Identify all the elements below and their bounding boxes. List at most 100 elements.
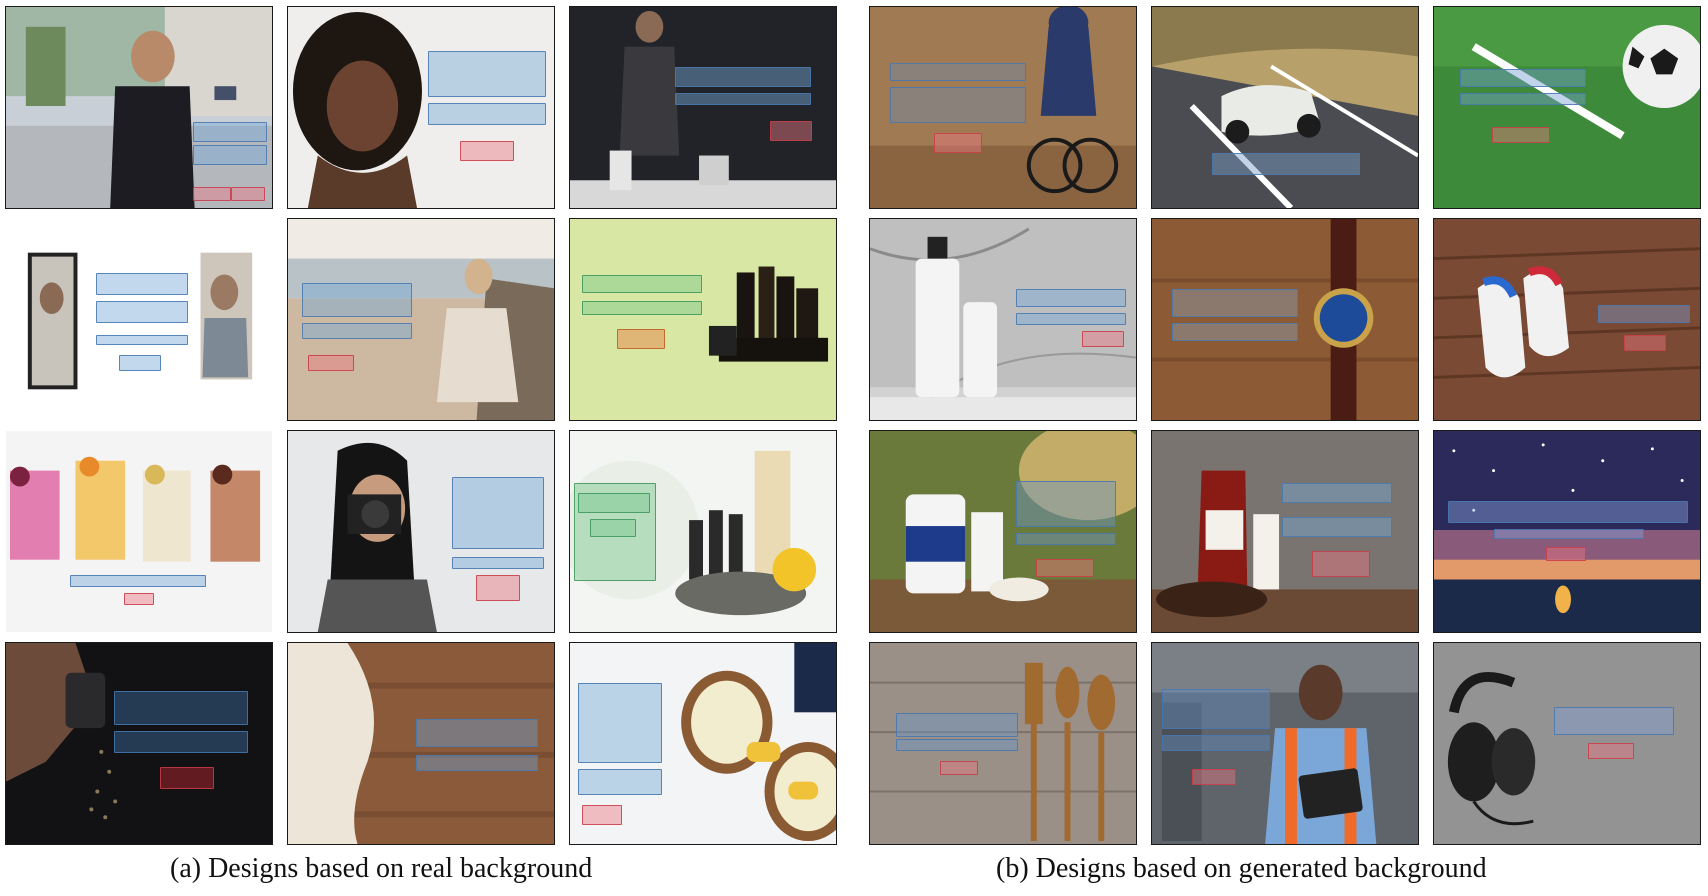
layout-text-box: [452, 477, 544, 549]
tile-a8: [287, 430, 555, 633]
layout-text-box: [675, 67, 811, 87]
layout-text-box: [428, 51, 546, 97]
layout-text-box: [890, 87, 1026, 123]
background-image: [1434, 643, 1700, 844]
layout-text-box: [1554, 707, 1674, 735]
layout-text-box: [574, 483, 656, 581]
layout-text-box: [1448, 501, 1688, 523]
tile-b9: [1433, 430, 1701, 633]
tile-a3: [569, 6, 837, 209]
caption-generated-background: (b) Designs based on generated backgroun…: [996, 853, 1487, 884]
background-image: [6, 7, 272, 208]
layout-button-box: [1546, 547, 1586, 561]
layout-button-box: [119, 355, 161, 371]
background-image: [870, 7, 1136, 208]
layout-text-box: [416, 719, 538, 747]
layout-button-box: [617, 329, 665, 349]
layout-button-box: [160, 767, 214, 789]
layout-text-box: [428, 103, 546, 125]
background-image: [288, 219, 554, 420]
layout-text-box: [582, 301, 702, 315]
layout-button-box: [1192, 769, 1236, 785]
background-image: [1434, 7, 1700, 208]
background-image: [288, 7, 554, 208]
tile-b8: [1151, 430, 1419, 633]
layout-text-box: [1016, 289, 1126, 307]
layout-text-box: [1494, 529, 1644, 539]
tile-a10: [5, 642, 273, 845]
tile-b2: [1151, 6, 1419, 209]
layout-text-box: [1172, 323, 1298, 341]
background-image: [1152, 219, 1418, 420]
panel-generated-backgrounds: [869, 6, 1701, 845]
tile-a6: [569, 218, 837, 421]
background-image: [6, 219, 272, 420]
tile-b11: [1151, 642, 1419, 845]
layout-button-box: [476, 575, 520, 601]
tile-b7: [869, 430, 1137, 633]
layout-text-box: [1016, 313, 1126, 325]
layout-text-box: [578, 769, 662, 795]
layout-text-box: [578, 683, 662, 763]
tile-b10: [869, 642, 1137, 845]
layout-text-box: [1016, 533, 1116, 545]
layout-text-box: [96, 273, 188, 295]
background-image: [1434, 431, 1700, 632]
background-image: [870, 219, 1136, 420]
layout-text-box: [1598, 305, 1690, 323]
layout-text-box: [302, 323, 412, 339]
layout-text-box: [1162, 689, 1270, 729]
layout-button-box: [582, 805, 622, 825]
tile-b12: [1433, 642, 1701, 845]
background-image: [570, 7, 836, 208]
panel-real-backgrounds: [5, 6, 837, 845]
layout-text-box: [193, 145, 267, 165]
background-image: [570, 219, 836, 420]
layout-button-box: [940, 761, 978, 775]
layout-text-box: [96, 335, 188, 345]
tile-a5: [287, 218, 555, 421]
layout-button-box: [124, 593, 154, 605]
tile-b5: [1151, 218, 1419, 421]
tile-a12: [569, 642, 837, 845]
layout-button-box: [1036, 559, 1094, 577]
layout-button-box: [460, 141, 514, 161]
layout-text-box: [1460, 69, 1586, 87]
layout-button-box: [1082, 331, 1124, 347]
tile-b6: [1433, 218, 1701, 421]
layout-button-box: [934, 133, 982, 153]
background-image: [1152, 7, 1418, 208]
layout-text-box: [1172, 289, 1298, 317]
tile-b4: [869, 218, 1137, 421]
layout-text-box: [452, 557, 544, 569]
layout-text-box: [114, 731, 248, 753]
layout-text-box: [1016, 481, 1116, 527]
layout-text-box: [1162, 735, 1270, 751]
layout-text-box: [1212, 153, 1360, 175]
layout-text-box: [416, 755, 538, 771]
layout-button-box: [770, 121, 812, 141]
layout-text-box: [302, 283, 412, 317]
layout-text-box: [1282, 517, 1392, 537]
tile-a2: [287, 6, 555, 209]
layout-text-box: [578, 493, 650, 513]
layout-text-box: [96, 301, 188, 323]
layout-text-box: [896, 739, 1018, 751]
layout-text-box: [114, 691, 248, 725]
background-image: [870, 431, 1136, 632]
background-image: [1434, 219, 1700, 420]
tile-a7: [5, 430, 273, 633]
caption-real-background: (a) Designs based on real background: [170, 853, 593, 884]
layout-text-box: [675, 93, 811, 105]
background-image: [288, 431, 554, 632]
background-image: [6, 431, 272, 632]
layout-text-box: [1282, 483, 1392, 503]
background-image: [1152, 431, 1418, 632]
tile-a11: [287, 642, 555, 845]
layout-text-box: [193, 122, 267, 142]
layout-button-box: [1624, 335, 1666, 351]
tile-a4: [5, 218, 273, 421]
layout-button-box: [193, 187, 231, 201]
tile-a1: [5, 6, 273, 209]
background-image: [870, 643, 1136, 844]
